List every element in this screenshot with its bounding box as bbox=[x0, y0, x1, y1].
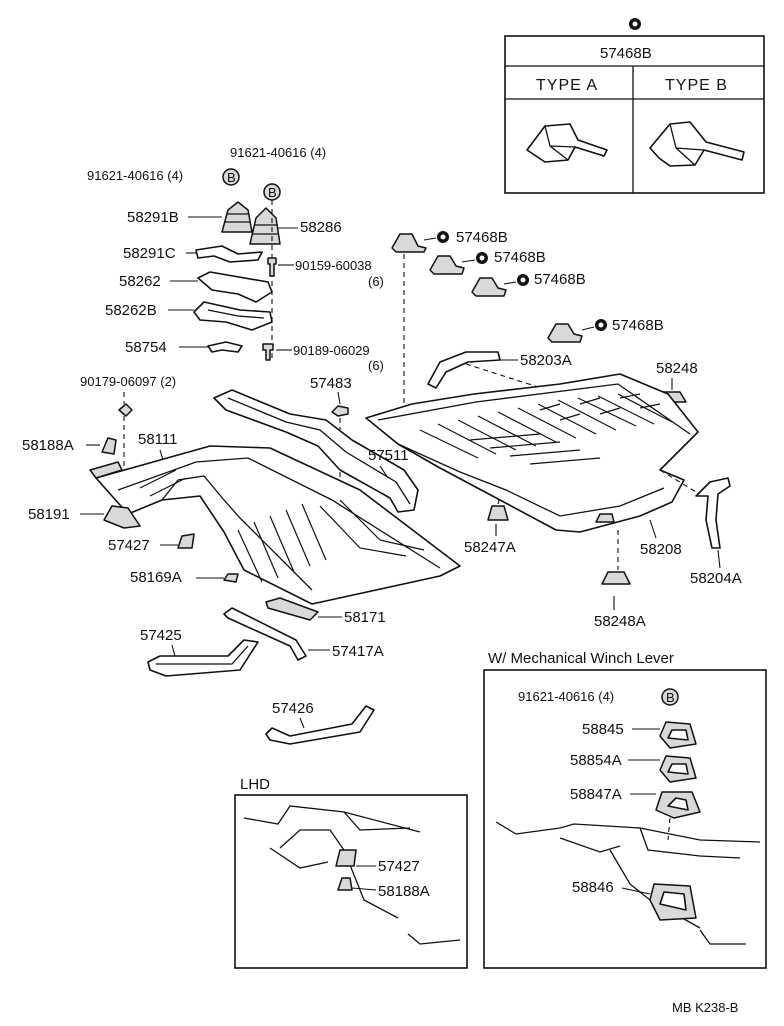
label-58754: 58754 bbox=[125, 339, 167, 356]
label-90189: 90189-06029 bbox=[293, 343, 370, 358]
label-58262B: 58262B bbox=[105, 302, 157, 319]
marker-b-icon bbox=[661, 688, 679, 706]
rail-57426 bbox=[265, 705, 375, 745]
pad-57427-lhd bbox=[335, 849, 357, 867]
label-57468B-2: 57468B bbox=[494, 249, 546, 266]
marker-b-text: B bbox=[227, 170, 236, 185]
plate-58754 bbox=[207, 341, 243, 353]
label-57427: 57427 bbox=[108, 537, 150, 554]
plate-58262B bbox=[193, 301, 273, 331]
shift-boot-cluster: 91621-40616 (4) 91621-40616 (4) B B 5829… bbox=[87, 145, 384, 373]
label-57468B-3: 57468B bbox=[534, 271, 586, 288]
label-57468B-1: 57468B bbox=[456, 229, 508, 246]
clip-90179-icon bbox=[118, 403, 133, 417]
plate-58291C bbox=[195, 245, 263, 263]
bolt-90189-icon bbox=[262, 343, 274, 361]
legend-type-b: TYPE B bbox=[665, 77, 728, 94]
bracket-58248A bbox=[601, 571, 631, 585]
label-58291B: 58291B bbox=[127, 209, 179, 226]
label-58208: 58208 bbox=[640, 541, 682, 558]
footer-code: MB K238-B bbox=[672, 1000, 738, 1015]
winch-label-58845: 58845 bbox=[582, 721, 624, 738]
crossmember-57511 bbox=[213, 389, 419, 513]
boot-58286 bbox=[249, 207, 281, 245]
rear-floor-group: 57468B 57468B 57468B 57468B 58203A 58248 bbox=[365, 229, 742, 630]
label-58188A: 58188A bbox=[22, 437, 74, 454]
label-58247A: 58247A bbox=[464, 539, 516, 556]
bracket-57468B-2 bbox=[429, 255, 465, 275]
label-58291C: 58291C bbox=[123, 245, 176, 262]
label-91621-a: 91621-40616 (4) bbox=[230, 145, 326, 160]
bracket-58188A bbox=[101, 437, 117, 455]
label-90159-qty: (6) bbox=[368, 274, 384, 289]
type-b-bracket-drawing bbox=[649, 121, 745, 167]
bracket-58188A-lhd bbox=[337, 877, 353, 891]
label-57425: 57425 bbox=[140, 627, 182, 644]
type-a-bracket-drawing bbox=[526, 123, 608, 163]
boot-58291B bbox=[221, 201, 253, 233]
label-58203A: 58203A bbox=[520, 352, 572, 369]
front-floor-group: 90179-06097 (2) 57483 57511 58188A 58111… bbox=[22, 374, 461, 745]
label-90189-qty: (6) bbox=[368, 358, 384, 373]
marker-b-icon bbox=[222, 168, 240, 186]
lhd-title: LHD bbox=[240, 776, 270, 793]
label-57417A: 57417A bbox=[332, 643, 384, 660]
bracket-58247A bbox=[487, 505, 509, 521]
winch-label-91621: 91621-40616 (4) bbox=[518, 689, 614, 704]
legend-type-a: TYPE A bbox=[536, 77, 598, 94]
label-58286: 58286 bbox=[300, 219, 342, 236]
label-57426: 57426 bbox=[272, 700, 314, 717]
pad-57427 bbox=[177, 533, 195, 549]
label-90179: 90179-06097 (2) bbox=[80, 374, 176, 389]
bracket-57468B-4 bbox=[547, 323, 583, 343]
lhd-label-58188A: 58188A bbox=[378, 883, 430, 900]
legend-box-57468B: 57468B TYPE A TYPE B bbox=[504, 18, 765, 194]
label-58204A: 58204A bbox=[690, 570, 742, 587]
legend-title: 57468B bbox=[600, 45, 652, 62]
bracket-57483 bbox=[331, 405, 349, 417]
winch-title: W/ Mechanical Winch Lever bbox=[488, 650, 674, 667]
plate-58171 bbox=[265, 597, 319, 621]
bracket-58204A bbox=[695, 477, 731, 549]
label-58191: 58191 bbox=[28, 506, 70, 523]
winch-label-58847A: 58847A bbox=[570, 786, 622, 803]
lhd-label-57427: 57427 bbox=[378, 858, 420, 875]
winch-label-58846: 58846 bbox=[572, 879, 614, 896]
rail-57425 bbox=[147, 639, 259, 677]
bracket-58203A bbox=[427, 351, 501, 389]
label-58262: 58262 bbox=[119, 273, 161, 290]
marker-b-text: B bbox=[268, 185, 277, 200]
plate-58262 bbox=[197, 271, 273, 303]
bracket-57468B-1 bbox=[391, 233, 427, 253]
bracket-58191 bbox=[103, 505, 141, 529]
marker-b-text: B bbox=[666, 690, 675, 705]
bolt-90159-icon bbox=[267, 257, 277, 277]
label-57511: 57511 bbox=[368, 447, 409, 464]
lhd-inset: LHD 57427 58188A bbox=[234, 776, 468, 969]
winch-lever-inset: W/ Mechanical Winch Lever 91621-40616 (4… bbox=[483, 650, 767, 969]
label-58248A: 58248A bbox=[594, 613, 646, 630]
label-57468B-4: 57468B bbox=[612, 317, 664, 334]
label-58169A: 58169A bbox=[130, 569, 182, 586]
label-58248: 58248 bbox=[656, 360, 698, 377]
label-90159: 90159-60038 bbox=[295, 258, 372, 273]
rail-57417A bbox=[223, 607, 307, 661]
floor-pan-58208 bbox=[365, 373, 699, 533]
label-58111: 58111 bbox=[138, 431, 178, 448]
winch-label-58854A: 58854A bbox=[570, 752, 622, 769]
bracket-57468B-3 bbox=[471, 277, 507, 297]
label-91621-b: 91621-40616 (4) bbox=[87, 168, 183, 183]
bracket-58169A bbox=[223, 573, 239, 583]
label-58171: 58171 bbox=[344, 609, 386, 626]
label-57483: 57483 bbox=[310, 375, 352, 392]
